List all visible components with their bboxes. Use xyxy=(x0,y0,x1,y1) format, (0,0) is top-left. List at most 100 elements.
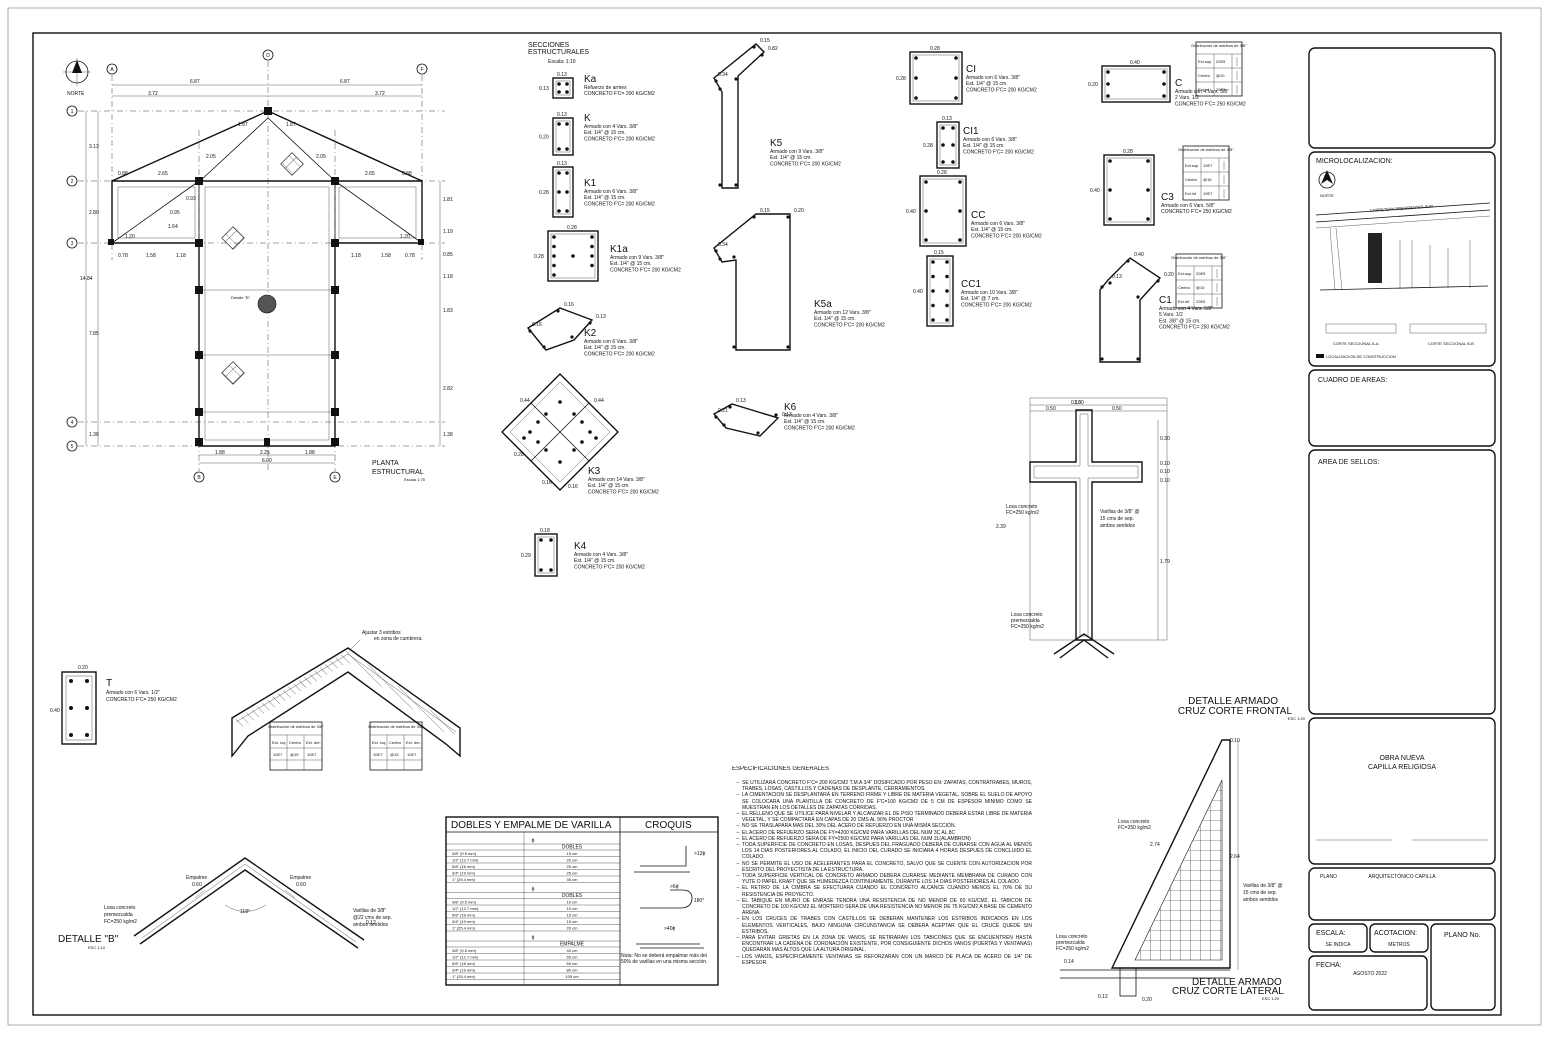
detail-b-label: Detalle "B" xyxy=(231,295,251,300)
lat-varillas-2: 15 cms de sep. xyxy=(1243,890,1277,896)
roof-table-val-0: 10E7 xyxy=(373,752,383,757)
sec-k2-line-0: Armado con 6 Vars. 3/8" xyxy=(584,339,638,345)
sec-ci-dim-h: 0.28 xyxy=(896,76,906,82)
db-losa-3: FC=250 kg/m2 xyxy=(104,919,137,925)
sec-k6-dim-0: 0.21 xyxy=(718,408,728,414)
dim-mid-3: 2.65 xyxy=(365,171,375,177)
sec-c1-line-1: 5 Vars. 1/2 xyxy=(1159,312,1183,318)
roof-table-val-2: 10E7 xyxy=(307,752,317,757)
splice-dobles2-d-3: 3/4" (19 mm) xyxy=(452,919,476,924)
sec-k4-id: K4 xyxy=(574,541,587,552)
sec-k3-id: K3 xyxy=(588,466,601,477)
plan-axis-bubbles: A D F B E 1 2 3 4 5 xyxy=(66,49,428,483)
plan-title: PLANTA xyxy=(372,460,399,467)
dim-mid-6: 1.58 xyxy=(146,253,156,259)
splice-dobles-v-1: 20 cm xyxy=(567,858,579,863)
sec-k6-dim-2: 0.13 xyxy=(782,412,792,418)
stirrup-table-c-label-2: Ext.inf xyxy=(1198,87,1210,92)
splice-dobles_header: DOBLES xyxy=(562,845,583,851)
dim-top-2: 6.87 xyxy=(340,79,350,85)
roof-table-title-1: Distribución de estribos de 3/8" xyxy=(268,724,324,729)
escala-box xyxy=(1308,923,1368,953)
sec-k-dim-h: 0.20 xyxy=(539,135,549,141)
dim-mid-13: 2.05 xyxy=(206,154,216,160)
axis-d: D xyxy=(266,53,270,59)
stirrup-table-c3-val-1: @15 xyxy=(1203,177,1212,182)
dim-bot-4: 6.00 xyxy=(262,458,272,464)
dim-mid-1: 0.88 xyxy=(118,171,128,177)
dim-mid-17: 1.64 xyxy=(168,224,178,230)
spec-item: PARA EVITAR GRIETAS EN LA ZONA DE VANOS,… xyxy=(742,935,1032,954)
dim-right-4: 1.18 xyxy=(443,274,453,280)
cross-dim-7: 0.10 xyxy=(1160,469,1170,475)
sec-k4-dim-w: 0.18 xyxy=(540,528,550,534)
dim-right-5: 1.83 xyxy=(443,308,453,314)
sec-ci-line-0: Armado con 6 Vars. 3/8" xyxy=(966,75,1020,81)
sec-k2-dim-2: 0.13 xyxy=(596,314,606,320)
dim-mid-16: 0.95 xyxy=(170,210,180,216)
sec-c3-dim-h: 0.40 xyxy=(1090,188,1100,194)
sketch-lbl-3: 180° xyxy=(694,898,704,904)
splice-empalme-v-1: 55 cm xyxy=(567,955,579,960)
sec-k5a-line-2: CONCRETO F'C= 200 KG/CM2 xyxy=(814,322,885,328)
db-empalme-1: Empalme xyxy=(186,875,207,881)
sec-ka-line-1: CONCRETO F'C= 200 KG/CM2 xyxy=(584,91,655,97)
lat-dim-4: 0.14 xyxy=(1064,959,1074,965)
sec-k5a-dim-1: 0.15 xyxy=(760,208,770,214)
stirrup-table-c1-val-2: 20E5 xyxy=(1196,299,1206,304)
corte-aa-label: CORTE SECCIONAL A-A xyxy=(1333,341,1379,346)
microlocalizacion-label: MICROLOCALIZACION: xyxy=(1316,158,1393,165)
dim-mid-19: 1.20 xyxy=(400,234,410,240)
roof-table-val-2: 10E7 xyxy=(407,752,417,757)
street-label: CARRETERA PRESIDENTES SUR xyxy=(1370,204,1434,213)
roof-table-val-0: 10E7 xyxy=(273,752,283,757)
splice-empalme-v-4: 105 cm xyxy=(565,974,579,979)
stirrup-table-c-val-1: @10 xyxy=(1216,73,1225,78)
dim-left-4: 7.85 xyxy=(89,331,99,337)
inner-border xyxy=(32,32,1502,1016)
sec-k3-dim-1: 0.44 xyxy=(520,398,530,404)
splice-table: DOBLES Y EMPALME DE VARILLA CROQUIS ϕDOB… xyxy=(445,816,719,986)
sec-ci-line-2: CONCRETO F'C= 200 KG/CM2 xyxy=(966,87,1037,93)
cross-losa2-2: premezcalda xyxy=(1011,618,1040,624)
fecha-value: AGOSTO 2022 xyxy=(1353,971,1387,977)
db-angle: 118° xyxy=(240,909,250,915)
splice-empalme-d-1: 1/2" (12.7 mm) xyxy=(452,955,479,960)
sec-ka-id: Ka xyxy=(584,74,597,85)
sec-k1-line-1: Est. 1/4" @ 15 cm. xyxy=(584,195,626,201)
stirrup-table-c1-label-1: Centro xyxy=(1178,285,1191,290)
dim-top-4: 3.72 xyxy=(375,91,385,97)
plan-columns xyxy=(108,107,424,446)
stirrup-table-c-val-2: 20E5 xyxy=(1216,87,1226,92)
sec-k3-dim-5: 0.16 xyxy=(568,484,578,490)
sec-c-dim-h: 0.20 xyxy=(1088,82,1098,88)
spec-item: LOS VANOS, ESPECIFICAMENTE VENTANAS SE R… xyxy=(742,954,1032,966)
plano-value: ARQUITECTÓNICO CAPILLA xyxy=(1368,873,1436,880)
t-dim-1: 0.20 xyxy=(78,665,88,671)
axis-f: F xyxy=(420,67,423,73)
sec-cc-dim-w: 0.28 xyxy=(937,170,947,176)
sec-k2-line-1: Est. 1/4" @ 15 cm. xyxy=(584,345,626,351)
lat-varillas-1: Varillas de 3/8" @ xyxy=(1243,883,1283,889)
sec-c1-line-3: CONCRETO F'C= 250 KG/CM2 xyxy=(1159,325,1230,331)
dim-left-2: 2.80 xyxy=(89,210,99,216)
roof-section: Ajustar 3 estribos en zona de cumbrera. … xyxy=(231,630,461,771)
spec-item: NO SE TRASLAPARA MAS DEL 30% DEL ACERO D… xyxy=(742,823,1032,829)
cross-dim-9: 2.39 xyxy=(996,524,1006,530)
sections-scale: Escala: 1:10 xyxy=(548,59,576,65)
splice-empalme-d-2: 5/8" (16 mm) xyxy=(452,961,476,966)
db-varillas-1: Varillas de 3/8" xyxy=(353,908,386,914)
sec-cc-line-0: Armado con 6 Vars. 3/8" xyxy=(971,221,1025,227)
sec-cc-line-2: CONCRETO F'C= 200 KG/CM2 xyxy=(971,233,1042,239)
lat-title2: CRUZ CORTE LATERAL xyxy=(1172,986,1284,997)
sec-c-line-1: 2 Vars. 1/2 xyxy=(1175,95,1199,101)
spec-item: TODA SUPERFICIE VERTICAL DE CONCRETO ARM… xyxy=(742,873,1032,885)
cross-dim-3: 0.10 xyxy=(1071,400,1081,406)
